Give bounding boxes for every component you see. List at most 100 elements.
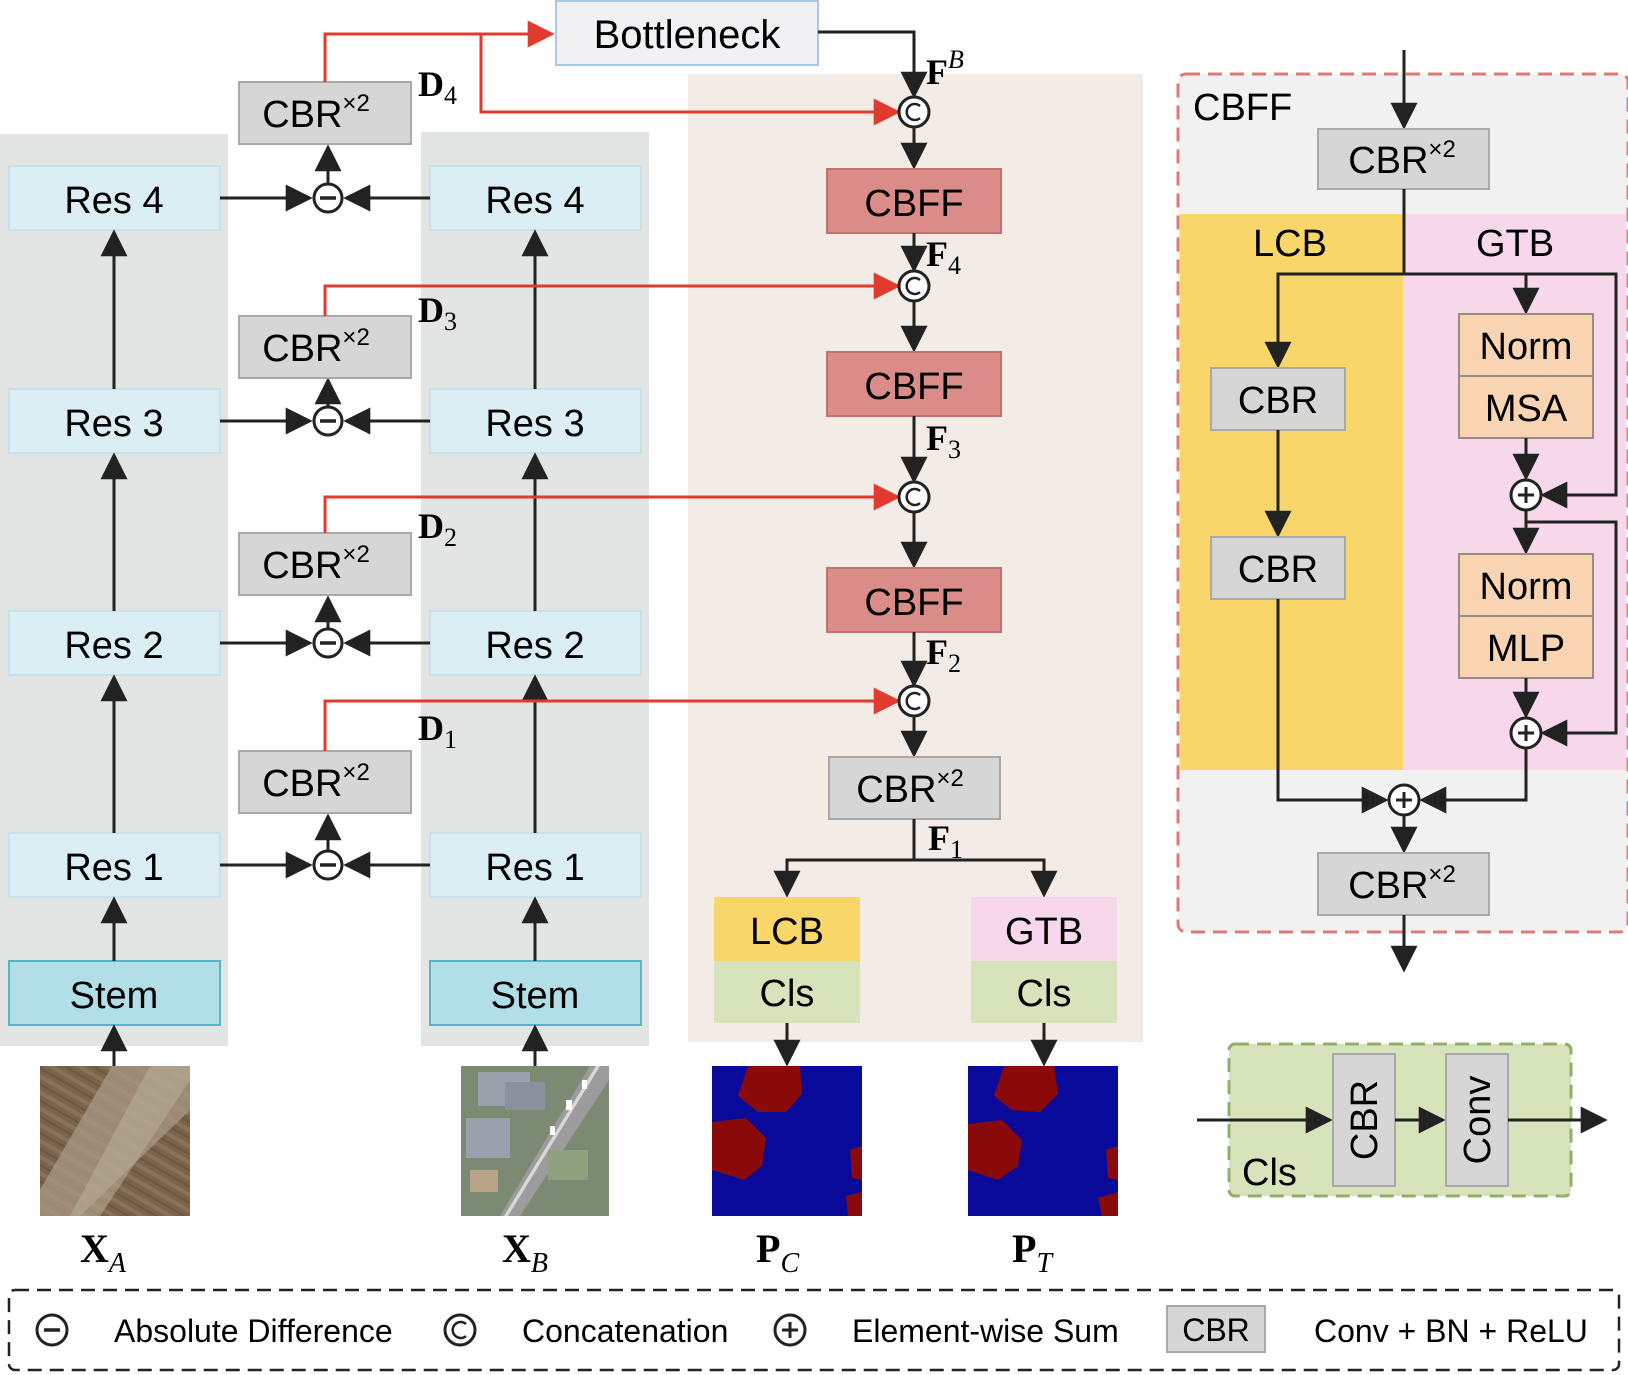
res2-a-label: Res 2 bbox=[64, 625, 163, 667]
cls-detail-cbr-label: CBR bbox=[1344, 1080, 1386, 1160]
legend-cbr-box-label: CBR bbox=[1182, 1312, 1250, 1348]
decoder-cbr-block bbox=[828, 756, 1001, 820]
res1-a-label: Res 1 bbox=[64, 847, 163, 889]
cbff-label-4: CBFF bbox=[864, 183, 963, 225]
d2-label: D2 bbox=[418, 506, 457, 552]
legend-abs-diff-label: Absolute Difference bbox=[114, 1313, 393, 1349]
arrow-bottleneck-concat bbox=[818, 30, 928, 99]
cbff-block-3 bbox=[826, 351, 1002, 417]
cls-detail: Cls CBR Conv bbox=[1197, 1053, 1608, 1194]
diff-cbr-label-4: CBR×2 bbox=[262, 90, 370, 136]
cbff-lcb-region bbox=[1180, 214, 1403, 770]
res2-b-block bbox=[429, 610, 642, 676]
cbff-detail-cbr-bottom bbox=[1317, 852, 1490, 916]
output-c-label: PC bbox=[756, 1226, 799, 1279]
f3-label: F3 bbox=[926, 418, 961, 464]
res1-a-block bbox=[8, 832, 221, 898]
cbff-block-2 bbox=[826, 567, 1002, 633]
encoder-b: Res 4 Res 3 Res 2 Res 1 Stem bbox=[429, 165, 642, 1066]
gtb-norm-label-2: Norm bbox=[1480, 566, 1573, 608]
gtb-norm-label-1: Norm bbox=[1480, 326, 1573, 368]
cls-detail-conv-block bbox=[1445, 1053, 1509, 1187]
legend-concat-icon bbox=[443, 1313, 477, 1347]
encoder-a: Res 4 Res 3 Res 2 Res 1 Stem bbox=[8, 165, 221, 1066]
cbff-lcb-title: LCB bbox=[1253, 223, 1327, 265]
f2-label: F2 bbox=[926, 632, 961, 678]
cls-head-block-t bbox=[971, 961, 1117, 1023]
cls-head-label-t: Cls bbox=[1017, 973, 1072, 1015]
stem-a-label: Stem bbox=[70, 975, 159, 1017]
legend-concat-label: Concatenation bbox=[522, 1313, 728, 1349]
gtb-norm-block-1 bbox=[1458, 313, 1594, 377]
cbff-detail-cbr-top bbox=[1317, 128, 1490, 190]
legend-sum-label: Element-wise Sum bbox=[852, 1313, 1119, 1349]
skip-arrow-d4-bottleneck bbox=[323, 20, 555, 82]
res2-a-block bbox=[8, 610, 221, 676]
input-image-a bbox=[40, 1066, 190, 1216]
legend-box bbox=[7, 1288, 1621, 1372]
stem-b-label: Stem bbox=[491, 975, 580, 1017]
cls-head-block-c bbox=[714, 961, 860, 1023]
diff-cbr-block-2 bbox=[238, 532, 412, 596]
cbff-lcb-cbr-1 bbox=[1210, 367, 1346, 431]
gtb-mlp-label: MLP bbox=[1487, 628, 1565, 670]
diff-cbr-block-4 bbox=[238, 81, 412, 145]
f1-label: F1 bbox=[928, 818, 963, 864]
decoder: Bottleneck FB CBFF F4 CBFF F3 CBFF F2 CB… bbox=[555, 0, 1117, 1067]
output-t-label: PT bbox=[1012, 1226, 1054, 1279]
skip-arrow-d1-concat bbox=[323, 687, 901, 751]
f4-label: F4 bbox=[926, 234, 961, 280]
cbff-detail-title: CBFF bbox=[1193, 87, 1292, 129]
output-map-c bbox=[712, 1066, 862, 1216]
legend-cbr-desc: Conv + BN + ReLU bbox=[1314, 1313, 1588, 1349]
cls-detail-title: Cls bbox=[1242, 1152, 1297, 1194]
concat-symbol-4 bbox=[897, 95, 931, 129]
d4-label: D4 bbox=[418, 64, 457, 110]
diff-cbr-label-3: CBR×2 bbox=[262, 324, 370, 370]
cls-head-label-c: Cls bbox=[760, 973, 815, 1015]
input-b-label: XB bbox=[502, 1226, 548, 1279]
gtb-head-block bbox=[971, 897, 1117, 961]
diff-cbr-label-1: CBR×2 bbox=[262, 759, 370, 805]
res1-b-block bbox=[429, 832, 642, 898]
gtb-norm-block-2 bbox=[1458, 553, 1594, 617]
res3-a-label: Res 3 bbox=[64, 403, 163, 445]
d3-label: D3 bbox=[418, 290, 457, 336]
gtb-msa-block bbox=[1458, 375, 1594, 439]
diff-cbr-label-2: CBR×2 bbox=[262, 541, 370, 587]
gtb-msa-label: MSA bbox=[1485, 388, 1568, 430]
fb-label: FB bbox=[926, 45, 964, 92]
legend-cbr-box bbox=[1166, 1305, 1266, 1353]
decoder-cbr-label: CBR×2 bbox=[856, 765, 964, 811]
bottleneck-block bbox=[555, 0, 819, 66]
input-image-b bbox=[461, 1066, 609, 1216]
res4-b-block bbox=[429, 165, 642, 231]
cls-detail-conv-label: Conv bbox=[1457, 1076, 1499, 1165]
concat-symbol-2 bbox=[897, 480, 931, 514]
cbff-label-2: CBFF bbox=[864, 582, 963, 624]
input-a-label: XA bbox=[80, 1226, 127, 1279]
d1-label: D1 bbox=[418, 708, 457, 754]
cbff-detail-cbr-top-label: CBR×2 bbox=[1348, 136, 1456, 182]
skip-arrow-d3-concat bbox=[323, 272, 901, 316]
cbff-lcb-cbr-2 bbox=[1210, 536, 1346, 600]
stem-b-block bbox=[429, 960, 642, 1026]
gtb-mlp-block bbox=[1458, 615, 1594, 679]
cbff-label-3: CBFF bbox=[864, 366, 963, 408]
skip-connections bbox=[323, 20, 901, 751]
cbff-lcb-cbr-1-label: CBR bbox=[1238, 380, 1318, 422]
gtb-head-label: GTB bbox=[1005, 911, 1083, 953]
lcb-head-label: LCB bbox=[750, 911, 824, 953]
concat-symbol-3 bbox=[897, 269, 931, 303]
cbff-detail-cbr-bottom-label: CBR×2 bbox=[1348, 861, 1456, 907]
diff-cbr-block-1 bbox=[238, 750, 412, 814]
diff-cbr-block-3 bbox=[238, 315, 412, 379]
bottleneck-label: Bottleneck bbox=[594, 13, 782, 57]
skip-arrow-d4-concat bbox=[479, 34, 901, 126]
output-map-t bbox=[968, 1066, 1118, 1216]
cbff-lcb-cbr-2-label: CBR bbox=[1238, 549, 1318, 591]
res4-a-label: Res 4 bbox=[64, 180, 163, 222]
difference-column: CBR×2 D4 CBR×2 D3 CBR×2 D2 CBR×2 D1 bbox=[220, 64, 457, 881]
res1-b-label: Res 1 bbox=[485, 847, 584, 889]
